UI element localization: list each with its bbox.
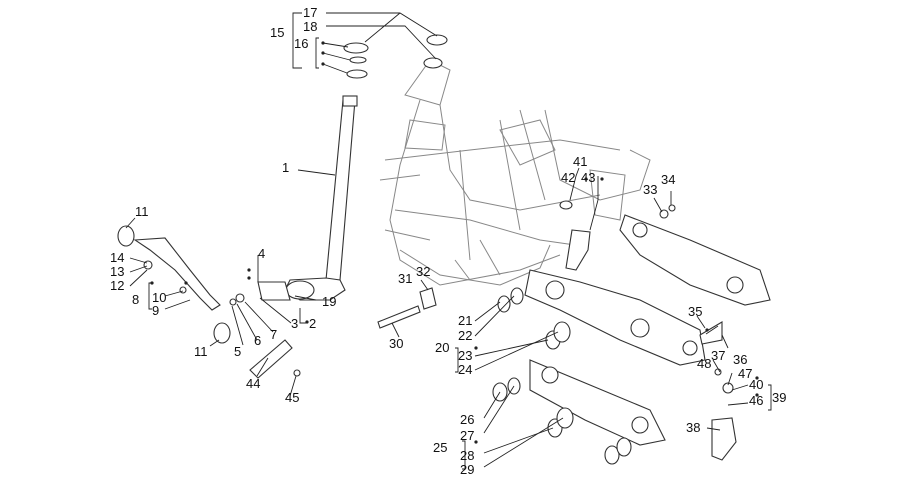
callout-label-48: 48 (697, 356, 711, 371)
callout-label-25: 25 (433, 440, 447, 455)
callout-label-23: 23 (458, 348, 472, 363)
callout-label-32: 32 (416, 264, 430, 279)
callout-label-16: 16 (294, 36, 308, 51)
leader-dots (150, 41, 759, 444)
callout-label-6: 6 (254, 333, 261, 348)
scooter-frame (379, 59, 651, 286)
callout-label-4: 4 (258, 246, 265, 261)
callout-label-19: 19 (322, 294, 336, 309)
upper-swing-arm (524, 269, 706, 366)
steering-column (284, 34, 448, 301)
callout-label-9: 9 (152, 303, 159, 318)
callout-label-11b: 11 (194, 344, 208, 359)
callout-label-17: 17 (303, 5, 317, 20)
callout-label-15: 15 (270, 25, 284, 40)
callout-label-22: 22 (458, 328, 472, 343)
callout-label-45: 45 (285, 390, 299, 405)
callout-label-3: 3 (291, 316, 298, 331)
callout-label-38: 38 (686, 420, 700, 435)
callout-label-26: 26 (460, 412, 474, 427)
callout-label-27: 27 (460, 428, 474, 443)
callout-label-40: 40 (749, 377, 763, 392)
callout-label-34: 34 (661, 172, 675, 187)
callout-label-28: 28 (460, 448, 474, 463)
callout-label-37: 37 (711, 348, 725, 363)
rear-swing-arm (619, 214, 771, 306)
bolt-and-spacer (377, 287, 437, 329)
callout-label-8: 8 (132, 292, 139, 307)
callout-label-7: 7 (270, 327, 277, 342)
brake-lever-assembly (117, 225, 301, 379)
callout-label-10: 10 (152, 290, 166, 305)
callout-label-43: 43 (581, 170, 595, 185)
callout-label-2: 2 (309, 316, 316, 331)
callout-label-1: 1 (282, 160, 289, 175)
callout-label-29: 29 (460, 462, 474, 477)
callout-label-24: 24 (458, 362, 472, 377)
callout-label-14: 14 (110, 250, 124, 265)
leader-lines (125, 12, 772, 470)
callout-label-33: 33 (643, 182, 657, 197)
callout-label-31: 31 (398, 271, 412, 286)
callout-label-20: 20 (435, 340, 449, 355)
callout-label-13: 13 (110, 264, 124, 279)
callout-label-47: 47 (738, 366, 752, 381)
callout-label-36: 36 (733, 352, 747, 367)
callout-label-21: 21 (458, 313, 472, 328)
callout-label-5: 5 (234, 344, 241, 359)
callout-label-35: 35 (688, 304, 702, 319)
callout-label-41: 41 (573, 154, 587, 169)
callout-label-18: 18 (303, 19, 317, 34)
callout-label-44: 44 (246, 376, 260, 391)
callout-label-39: 39 (772, 390, 786, 405)
callout-label-30: 30 (389, 336, 403, 351)
callout-label-46: 46 (749, 393, 763, 408)
callout-label-11a: 11 (135, 204, 149, 219)
lower-swing-arm (529, 359, 666, 446)
callout-label-42: 42 (561, 170, 575, 185)
callout-label-12: 12 (110, 278, 124, 293)
